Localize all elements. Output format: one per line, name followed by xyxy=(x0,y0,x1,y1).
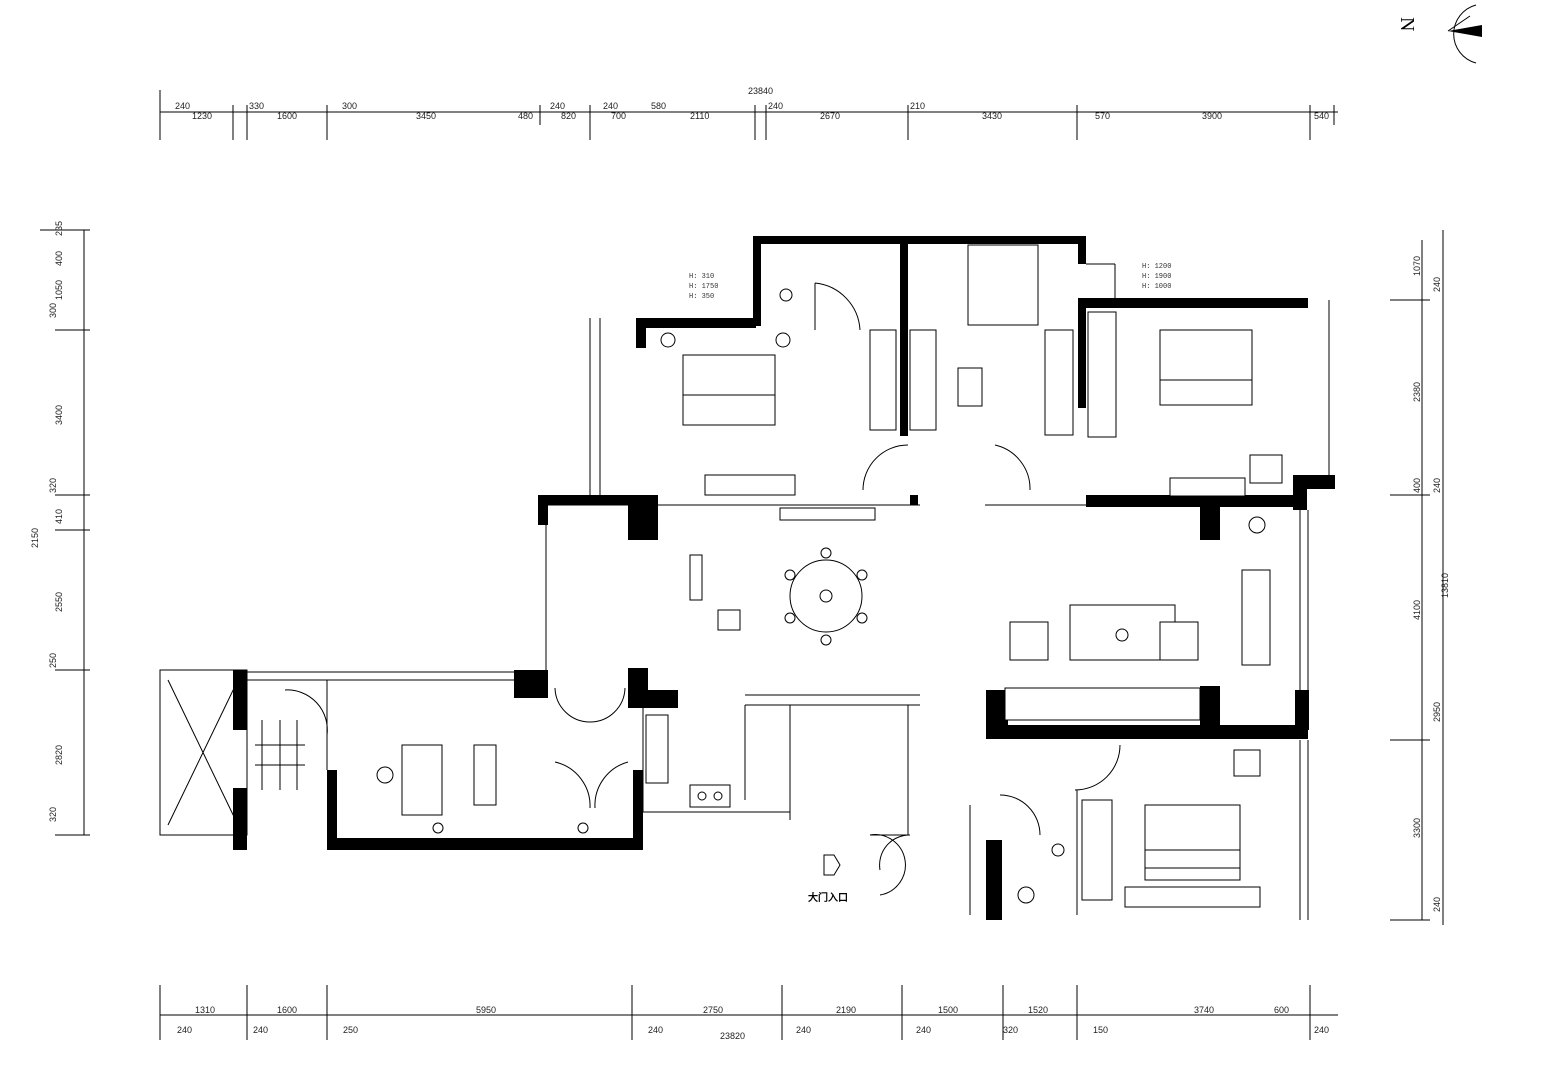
entrance-marker: 大门入口 xyxy=(808,854,848,904)
bottom-dim-b3: 250 xyxy=(343,1025,358,1035)
structural-walls xyxy=(233,236,1335,920)
top-dim-b10: 570 xyxy=(1095,111,1110,121)
top-dim-a7: 240 xyxy=(768,101,783,111)
right-dim-4: 400 xyxy=(1412,478,1422,493)
bottom-dim-a8: 3740 xyxy=(1194,1005,1214,1015)
right-dim-9: 240 xyxy=(1432,897,1442,912)
bottom-dim-a4: 2750 xyxy=(703,1005,723,1015)
top-dim-a8: 210 xyxy=(910,101,925,111)
window-tag-1: H: 310 xyxy=(689,273,714,281)
bottom-dim-b4: 240 xyxy=(648,1025,663,1035)
top-dim-a1: 240 xyxy=(175,101,190,111)
top-dim-b1: 1230 xyxy=(192,111,212,121)
left-dim-11: 320 xyxy=(48,807,58,822)
bottom-dim-a1: 1310 xyxy=(195,1005,215,1015)
left-dim-8: 2550 xyxy=(54,592,64,612)
top-dim-b11: 3900 xyxy=(1202,111,1222,121)
left-dimension-lines: 235 400 1050 300 3400 320 410 2550 250 2… xyxy=(30,221,90,836)
window-tag-4: H: 1200 xyxy=(1142,263,1171,271)
top-dim-b4: 480 xyxy=(518,111,533,121)
left-total-dimension: 2150 xyxy=(30,528,40,548)
right-dimension-lines: 1070 240 2380 400 240 4100 2950 3300 240… xyxy=(1390,230,1450,925)
doors xyxy=(284,282,1121,896)
entrance-arrow-icon xyxy=(823,854,841,876)
left-dim-9: 250 xyxy=(48,653,58,668)
bottom-dim-b6: 240 xyxy=(916,1025,931,1035)
bottom-dim-a9: 600 xyxy=(1274,1005,1289,1015)
left-dim-4: 300 xyxy=(48,303,58,318)
bottom-dim-a3: 5950 xyxy=(476,1005,496,1015)
top-dim-b7: 2110 xyxy=(690,111,709,121)
window-tag-6: H: 1000 xyxy=(1142,283,1171,291)
left-dim-1: 235 xyxy=(54,221,64,236)
top-dim-a4: 240 xyxy=(550,101,565,111)
furniture xyxy=(255,244,1283,908)
top-total-dimension: 23840 xyxy=(748,86,773,96)
left-dim-10: 2820 xyxy=(54,745,64,765)
entrance-label: 大门入口 xyxy=(808,891,848,904)
left-dim-7: 410 xyxy=(54,509,64,524)
window-tag-2: H: 1750 xyxy=(689,283,718,291)
partition-walls xyxy=(159,263,1330,920)
bottom-dim-a6: 1500 xyxy=(938,1005,958,1015)
bottom-dim-b8: 150 xyxy=(1093,1025,1108,1035)
bottom-dim-b5: 240 xyxy=(796,1025,811,1035)
window-tag-5: H: 1900 xyxy=(1142,273,1171,281)
top-dim-b2: 1600 xyxy=(277,111,297,121)
top-dim-a5: 240 xyxy=(603,101,618,111)
top-dim-a2: 330 xyxy=(249,101,264,111)
bottom-dim-b2: 240 xyxy=(253,1025,268,1035)
right-dim-1: 1070 xyxy=(1412,256,1422,276)
top-dimension-lines: 23840 240 330 300 240 240 580 240 210 12… xyxy=(159,86,1338,140)
right-dim-8: 3300 xyxy=(1412,818,1422,838)
bottom-dim-a7: 1520 xyxy=(1028,1005,1048,1015)
north-label: N xyxy=(1396,17,1418,31)
top-dim-b8: 2670 xyxy=(820,111,840,121)
bottom-dimension-lines: 1310 1600 5950 2750 2190 1500 1520 3740 … xyxy=(159,985,1338,1041)
right-dim-6: 4100 xyxy=(1412,600,1422,620)
bottom-dim-b9: 240 xyxy=(1314,1025,1329,1035)
top-dim-b9: 3430 xyxy=(982,111,1002,121)
right-dim-3: 2380 xyxy=(1412,382,1422,402)
window-tag-3: H: 350 xyxy=(689,293,714,301)
window-tags: H: 310 H: 1750 H: 350 H: 1200 H: 1900 H:… xyxy=(689,263,1171,301)
left-dim-5: 3400 xyxy=(54,405,64,425)
bottom-dim-b1: 240 xyxy=(177,1025,192,1035)
bottom-dim-a5: 2190 xyxy=(836,1005,856,1015)
right-dim-2: 240 xyxy=(1432,277,1442,292)
left-dim-3: 1050 xyxy=(54,280,64,300)
bottom-total-dimension: 23820 xyxy=(720,1031,745,1041)
top-dim-a6: 580 xyxy=(651,101,666,111)
left-dim-2: 400 xyxy=(54,251,64,266)
bottom-dim-a2: 1600 xyxy=(277,1005,297,1015)
top-dim-b3: 3450 xyxy=(416,111,436,121)
top-dim-b5: 820 xyxy=(561,111,576,121)
top-dim-a3: 300 xyxy=(342,101,357,111)
right-total-dimension: 13810 xyxy=(1440,573,1450,598)
top-dim-b6: 700 xyxy=(611,111,626,121)
left-dim-6: 320 xyxy=(48,478,58,493)
right-dim-7: 2950 xyxy=(1432,702,1442,722)
north-arrow-icon: N xyxy=(1396,4,1482,64)
bottom-dim-b7: 320 xyxy=(1003,1025,1018,1035)
top-dim-b12: 540 xyxy=(1314,111,1329,121)
right-dim-5: 240 xyxy=(1432,478,1442,493)
